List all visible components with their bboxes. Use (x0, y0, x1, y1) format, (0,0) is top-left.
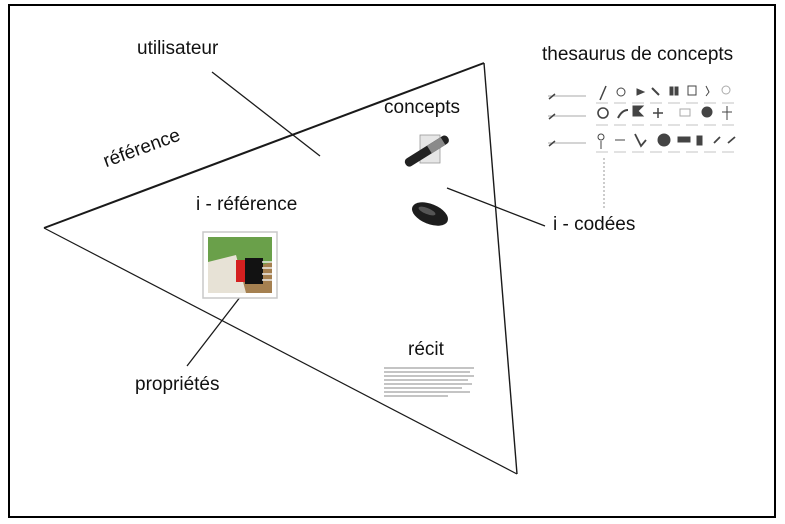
reference-photo (202, 231, 278, 299)
icodees-leader (446, 187, 546, 227)
label-thesaurus: thesaurus de concepts (542, 44, 734, 65)
label-i-codees: i - codées (553, 214, 636, 235)
label-i-reference: i - référence (196, 194, 298, 215)
recit-text-block (384, 367, 474, 397)
thesaurus-glyph-icon (548, 85, 736, 149)
triangle-edge-top (43, 62, 485, 229)
label-concepts: concepts (384, 97, 461, 118)
chip-icon (404, 134, 449, 167)
label-proprietes: propriétés (135, 374, 220, 395)
thesaurus-glyph-captions (596, 102, 734, 153)
triangle-edge-bottom (43, 227, 518, 475)
proprietes-leader (186, 291, 245, 367)
label-utilisateur: utilisateur (137, 38, 219, 59)
reference-triangle (43, 62, 518, 475)
triangle-edge-right (483, 62, 518, 475)
utilisateur-leader (211, 71, 321, 157)
label-recit: récit (408, 339, 444, 360)
figure-frame (8, 4, 776, 518)
